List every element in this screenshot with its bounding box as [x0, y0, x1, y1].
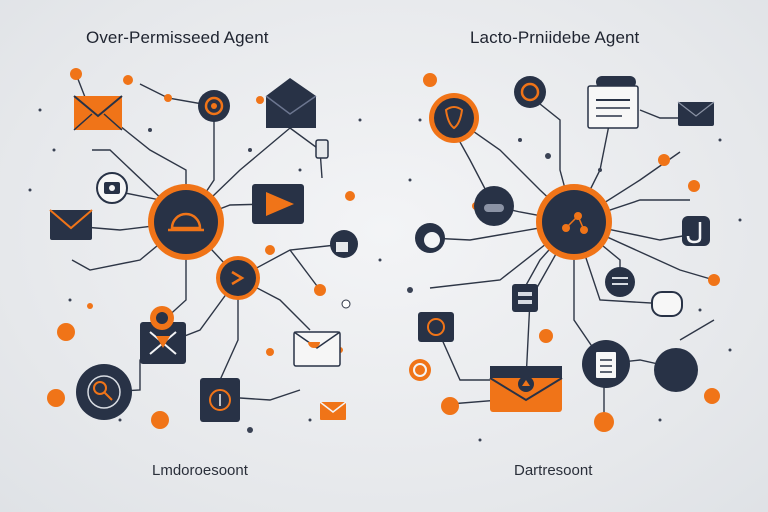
left-panel-title: Over-Permisseed Agent	[86, 28, 269, 47]
left-panel-caption: Lmdoroesoont	[152, 462, 248, 479]
right-target-icon	[413, 363, 427, 377]
left-small-device-icon	[315, 139, 329, 159]
right-small-mail-icon	[677, 101, 715, 126]
left-agent-node	[216, 256, 260, 300]
left-search-node	[76, 364, 132, 420]
left-hub-node	[148, 184, 224, 260]
right-chat-icon	[651, 291, 683, 317]
left-camera-icon	[96, 172, 128, 204]
right-panel-caption: Dartresoont	[514, 462, 593, 479]
right-lock-box-icon	[418, 312, 454, 342]
right-shield-node	[429, 93, 479, 143]
left-scatter-dots	[28, 108, 382, 433]
right-person-icon	[415, 223, 445, 253]
left-mail-icon-orange	[73, 95, 123, 131]
left-play-button-icon	[252, 184, 304, 224]
left-lock-node	[330, 230, 358, 258]
left-mail-icon-dark	[49, 209, 93, 240]
right-hook-icon	[682, 216, 710, 246]
left-warning-box-icon	[140, 306, 186, 364]
right-large-node	[654, 348, 698, 392]
right-orange-envelope-icon	[489, 366, 563, 412]
right-battery-icon	[512, 284, 538, 312]
right-cloud-node	[474, 186, 514, 226]
left-accent-dots	[47, 68, 355, 429]
left-small-mail-icon	[319, 401, 347, 420]
right-document-node	[582, 340, 630, 388]
right-panel-title: Lacto-Prniidebe Agent	[470, 28, 640, 47]
left-shield-box-icon	[200, 378, 240, 422]
left-open-envelope-icon	[293, 331, 341, 367]
right-scatter-dots	[407, 118, 742, 442]
right-document-icon	[587, 76, 639, 129]
right-contacts-node	[605, 267, 635, 297]
right-hub-node	[536, 184, 612, 260]
left-mail-open-icon	[265, 78, 317, 128]
left-gear-node	[198, 90, 230, 122]
right-user-node	[514, 76, 546, 108]
